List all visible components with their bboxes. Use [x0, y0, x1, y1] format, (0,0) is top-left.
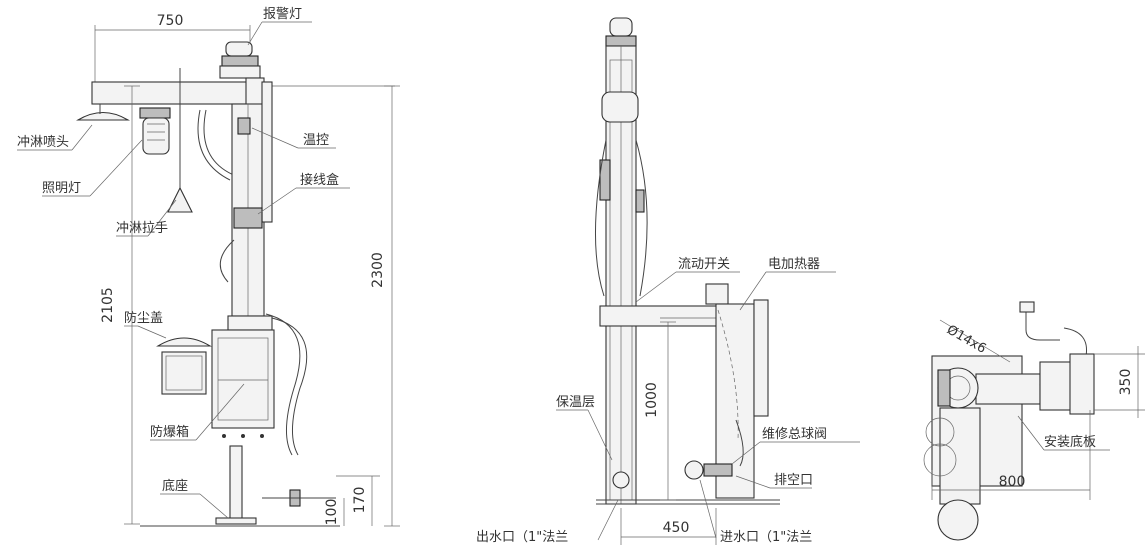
shower-pull-icon [167, 186, 193, 213]
label-bolt-spec: Ø14x6 [944, 322, 989, 356]
dim-1000: 1000 [644, 382, 660, 418]
thermostat-icon [237, 117, 251, 135]
label-install-plate: 安装底板 [1044, 434, 1096, 450]
label-ball-valve: 维修总球阀 [762, 427, 827, 442]
label-shower-head: 冲淋喷头 [17, 135, 69, 150]
alarm-light-icon [219, 41, 261, 79]
label-insulation-layer: 保温层 [556, 395, 595, 410]
front-view: 750 报警灯 冲淋喷头 照明灯 [17, 6, 400, 527]
ball-valve-icon [703, 463, 733, 477]
label-lighting-lamp: 照明灯 [42, 181, 81, 196]
dim-450: 450 [663, 520, 690, 536]
dim-2300: 2300 [370, 252, 386, 288]
label-dust-cover: 防尘盖 [124, 310, 163, 326]
label-inlet: 进水口（1"法兰 [720, 530, 812, 545]
label-outlet: 出水口（1"法兰 [476, 530, 568, 545]
dim-750: 750 [157, 13, 184, 29]
label-alarm-light: 报警灯 [263, 6, 302, 22]
label-drain-port: 排空口 [774, 473, 813, 488]
explosion-box-icon [211, 329, 275, 429]
dust-cover-icon [156, 337, 212, 347]
label-electric-heater: 电加热器 [768, 257, 820, 272]
side-view: 流动开关 电加热器 维修总球阀 排空口 保温层 1000 [476, 17, 860, 545]
label-base: 底座 [162, 478, 188, 494]
lighting-lamp-icon [139, 107, 171, 155]
label-thermostat: 温控 [303, 133, 329, 148]
electric-heater-icon [753, 299, 769, 417]
top-view: Ø14x6 350 安装底板 800 [923, 301, 1145, 541]
shower-arm [91, 81, 263, 105]
label-explosion-box: 防爆箱 [150, 424, 189, 440]
label-flow-switch: 流动开关 [678, 257, 730, 272]
dim-170: 170 [352, 487, 368, 514]
junction-box-icon [233, 207, 263, 229]
dim-350: 350 [1118, 369, 1134, 396]
shower-head-icon [76, 111, 130, 121]
dim-800: 800 [999, 474, 1026, 490]
side-pipe [599, 305, 719, 327]
dim-2105: 2105 [100, 287, 116, 323]
label-junction-box: 接线盒 [300, 172, 339, 188]
label-shower-pull: 冲淋拉手 [116, 221, 168, 236]
dim-100: 100 [324, 499, 340, 526]
